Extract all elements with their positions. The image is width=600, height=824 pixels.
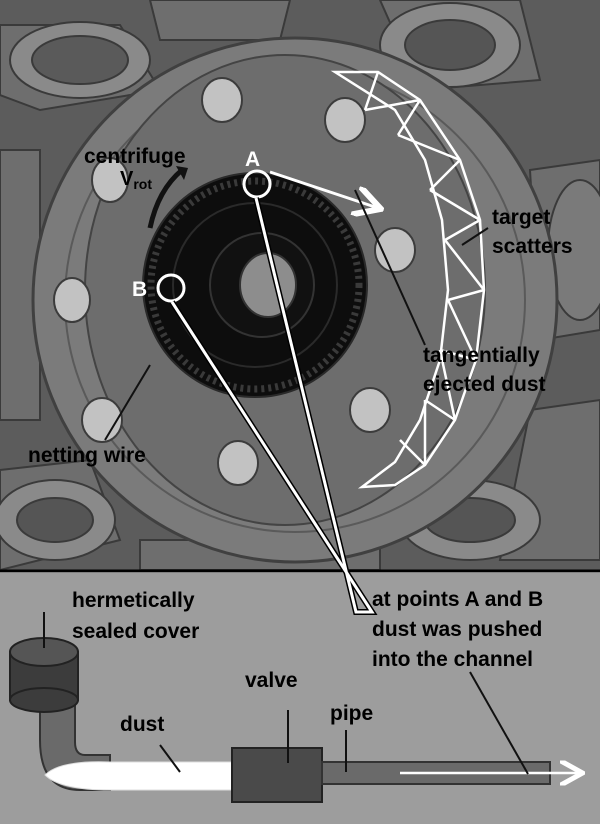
valve bbox=[231, 747, 323, 803]
label-centrifuge: centrifuge bbox=[84, 145, 186, 168]
sealed-cover bbox=[9, 637, 79, 713]
label-points-line2: dust was pushed bbox=[372, 618, 542, 641]
label-points-line1: at points A and B bbox=[372, 588, 543, 611]
label-dust: dust bbox=[120, 713, 164, 736]
label-vrot: Vrot bbox=[120, 168, 152, 192]
chamber-ports bbox=[0, 0, 600, 572]
label-sealed-cover: sealed cover bbox=[72, 620, 199, 643]
label-hermetically: hermetically bbox=[72, 589, 195, 612]
label-target: target bbox=[492, 206, 550, 229]
label-pipe: pipe bbox=[330, 702, 373, 725]
leader-lines bbox=[104, 189, 489, 441]
dust-fill bbox=[44, 761, 233, 791]
label-point-a: A bbox=[245, 148, 260, 171]
pipe-apparatus bbox=[0, 573, 600, 824]
channel-pointers bbox=[169, 197, 378, 615]
label-scatters: scatters bbox=[492, 235, 573, 258]
point-b-marker bbox=[156, 273, 186, 303]
label-netting-wire: netting wire bbox=[28, 444, 146, 467]
vacuum-chamber bbox=[0, 0, 600, 572]
label-tangentially: tangentially bbox=[423, 344, 540, 367]
point-a-marker bbox=[242, 169, 272, 199]
label-valve: valve bbox=[245, 669, 298, 692]
target-scatters bbox=[330, 70, 486, 489]
label-points-line3: into the channel bbox=[372, 648, 533, 671]
bolt-holes bbox=[53, 77, 416, 486]
label-ejected-dust: ejected dust bbox=[423, 373, 546, 396]
label-point-b: B bbox=[132, 278, 147, 301]
rotation-arrow bbox=[147, 168, 184, 229]
